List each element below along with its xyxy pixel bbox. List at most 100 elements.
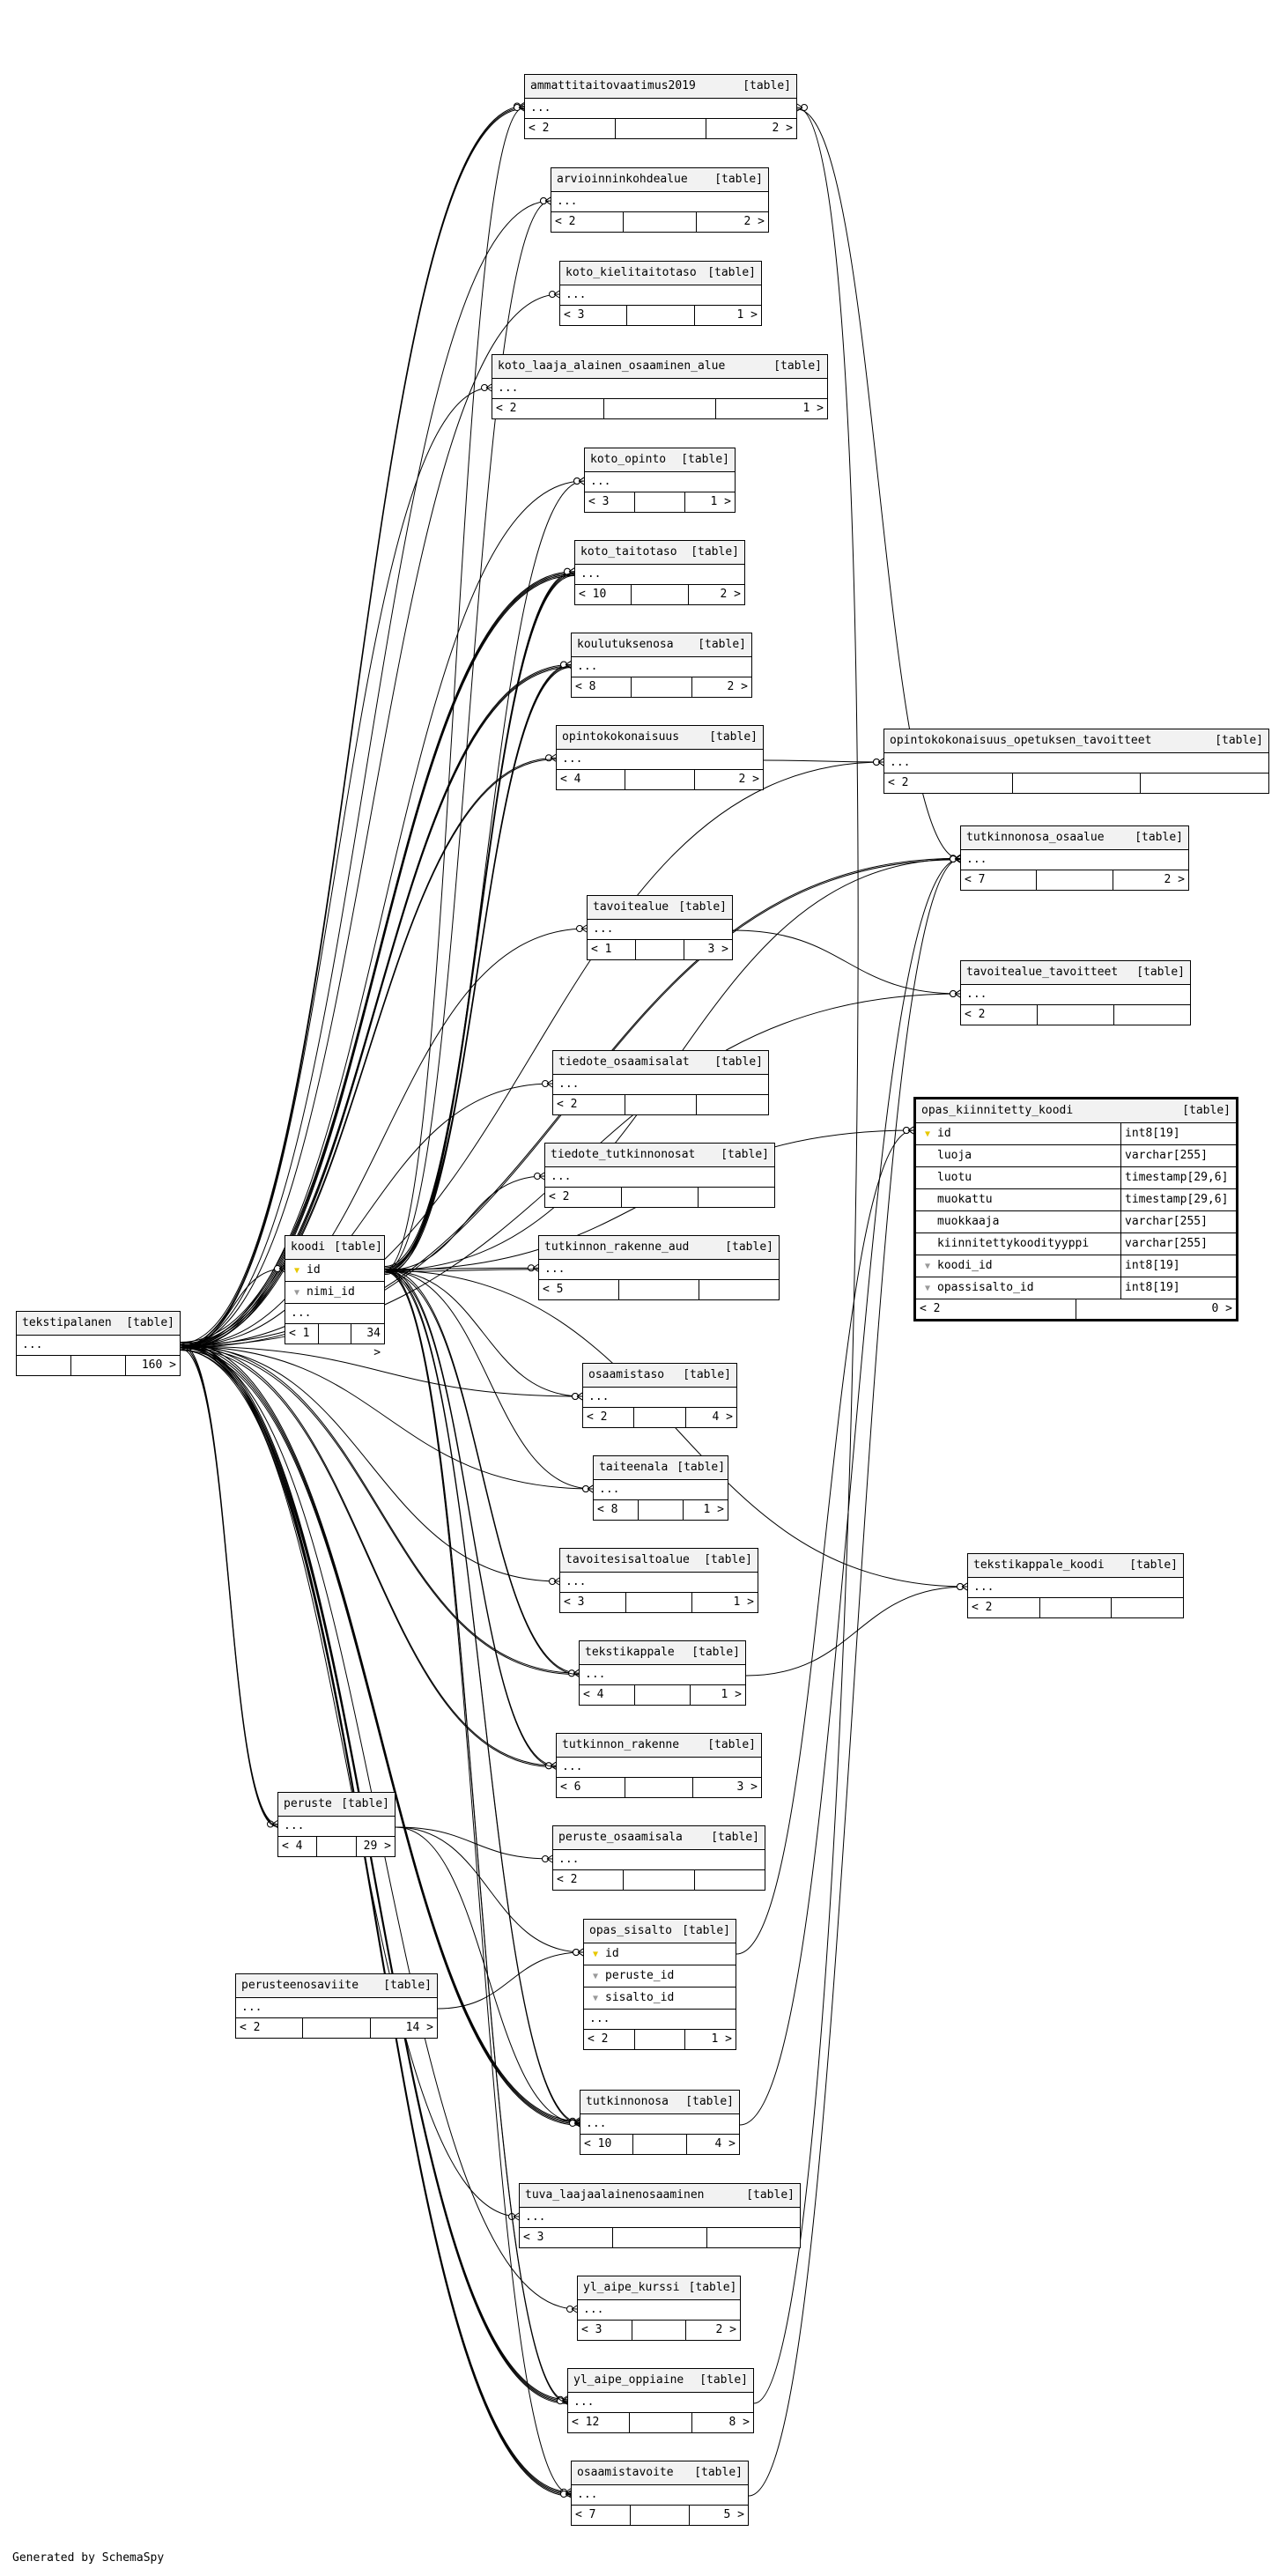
- row-count[interactable]: [1011, 774, 1141, 793]
- table-header[interactable]: tutkinnon_rakenne_aud[table]: [539, 1236, 779, 1260]
- table-header[interactable]: opintokokonaisuus_opetuksen_tavoitteet[t…: [884, 729, 1268, 753]
- table-header[interactable]: opintokokonaisuus[table]: [557, 726, 763, 750]
- table-header[interactable]: yl_aipe_kurssi[table]: [578, 2276, 740, 2300]
- row-count[interactable]: [302, 2018, 369, 2038]
- parent-count[interactable]: < 6: [560, 1780, 581, 1794]
- table-tiedote_tutkinnonosat[interactable]: tiedote_tutkinnonosat[table]...< 2: [544, 1143, 775, 1208]
- column-row[interactable]: ▼sisalto_id: [584, 1988, 736, 2010]
- child-count[interactable]: 5 >: [689, 2506, 748, 2525]
- row-count[interactable]: [633, 1408, 684, 1427]
- row-count[interactable]: [623, 1870, 693, 1890]
- row-count[interactable]: [1036, 870, 1112, 890]
- row-count[interactable]: [625, 770, 693, 789]
- table-opintokok_tavoitteet[interactable]: opintokokonaisuus_opetuksen_tavoitteet[t…: [883, 729, 1269, 794]
- table-header[interactable]: koodi[table]: [285, 1236, 384, 1260]
- child-count[interactable]: [1111, 1598, 1183, 1617]
- child-count[interactable]: 14 >: [369, 2018, 437, 2038]
- child-count[interactable]: 1 >: [690, 1685, 745, 1705]
- child-count[interactable]: 2 >: [685, 2321, 740, 2340]
- child-count[interactable]: 29 >: [355, 1837, 395, 1856]
- child-count[interactable]: 2 >: [693, 770, 763, 789]
- child-count[interactable]: [693, 1870, 765, 1890]
- table-header[interactable]: tutkinnonosa_osaalue[table]: [961, 826, 1188, 850]
- parent-count[interactable]: < 3: [564, 1595, 585, 1609]
- table-header[interactable]: tavoitesisaltoalue[table]: [560, 1549, 758, 1573]
- table-tiedote_osaamisalat[interactable]: tiedote_osaamisalat[table]...< 2: [552, 1050, 769, 1115]
- row-count[interactable]: [621, 1188, 698, 1207]
- parent-count[interactable]: < 4: [282, 1839, 303, 1853]
- child-count[interactable]: 2 >: [691, 677, 751, 697]
- parent-count[interactable]: < 10: [584, 2137, 612, 2150]
- parent-count[interactable]: < 2: [496, 402, 517, 415]
- column-row[interactable]: ▼id: [584, 1943, 736, 1965]
- table-header[interactable]: osaamistaso[table]: [583, 1364, 736, 1388]
- child-count[interactable]: 4 >: [685, 2135, 739, 2154]
- row-count[interactable]: [624, 1095, 697, 1114]
- table-header[interactable]: yl_aipe_oppiaine[table]: [568, 2369, 753, 2393]
- table-header[interactable]: ammattitaitovaatimus2019[table]: [525, 75, 796, 99]
- table-header[interactable]: opas_sisalto[table]: [584, 1920, 736, 1943]
- parent-count[interactable]: [17, 1356, 70, 1375]
- row-count[interactable]: [630, 2506, 689, 2525]
- table-header[interactable]: taiteenala[table]: [594, 1456, 728, 1480]
- row-count[interactable]: [626, 306, 693, 325]
- table-header[interactable]: koto_laaja_alainen_osaaminen_alue[table]: [492, 355, 827, 379]
- row-count[interactable]: [623, 212, 695, 232]
- row-count[interactable]: [631, 585, 687, 604]
- table-header[interactable]: koto_opinto[table]: [585, 448, 735, 472]
- child-count[interactable]: 4 >: [684, 1408, 736, 1427]
- table-header[interactable]: arvioinninkohdealue[table]: [551, 168, 768, 192]
- child-count[interactable]: [1113, 1005, 1190, 1025]
- row-count[interactable]: [316, 1837, 355, 1856]
- table-header[interactable]: tiedote_tutkinnonosat[table]: [545, 1144, 774, 1167]
- row-count[interactable]: [634, 492, 684, 512]
- child-count[interactable]: 160 >: [125, 1356, 180, 1375]
- child-count[interactable]: 1 >: [691, 1593, 758, 1612]
- parent-count[interactable]: < 2: [965, 1008, 986, 1021]
- row-count[interactable]: [633, 2030, 685, 2049]
- table-tavoitealue_tavoitteet[interactable]: tavoitealue_tavoitteet[table]...< 2: [960, 960, 1191, 1025]
- child-count[interactable]: 8 >: [691, 2413, 753, 2432]
- child-count[interactable]: 2 >: [706, 119, 796, 138]
- child-count[interactable]: 1 >: [693, 306, 761, 325]
- table-header[interactable]: tuva_laajaalainenosaaminen[table]: [520, 2184, 800, 2208]
- row-count[interactable]: [70, 1356, 125, 1375]
- table-koto_laaja[interactable]: koto_laaja_alainen_osaaminen_alue[table]…: [492, 354, 828, 419]
- parent-count[interactable]: < 4: [583, 1688, 604, 1701]
- table-header[interactable]: tutkinnon_rakenne[table]: [557, 1734, 761, 1758]
- parent-count[interactable]: < 2: [529, 122, 550, 135]
- row-count[interactable]: [625, 1593, 691, 1612]
- table-header[interactable]: tiedote_osaamisalat[table]: [553, 1051, 768, 1075]
- parent-count[interactable]: < 2: [549, 1190, 570, 1203]
- child-count[interactable]: 1 >: [715, 399, 827, 418]
- parent-count[interactable]: < 8: [597, 1503, 618, 1516]
- child-count[interactable]: [696, 1095, 768, 1114]
- child-count[interactable]: 1 >: [683, 1500, 728, 1520]
- row-count[interactable]: [612, 2228, 706, 2247]
- column-row[interactable]: ▼peruste_id: [584, 1965, 736, 1988]
- parent-count[interactable]: < 2: [557, 1873, 578, 1886]
- parent-count[interactable]: < 2: [557, 1098, 578, 1111]
- parent-count[interactable]: < 1: [289, 1327, 310, 1340]
- table-header[interactable]: koulutuksenosa[table]: [572, 633, 751, 657]
- parent-count[interactable]: < 2: [920, 1302, 941, 1315]
- child-count[interactable]: 3 >: [692, 1778, 761, 1797]
- child-count[interactable]: 1 >: [684, 492, 735, 512]
- table-header[interactable]: peruste_osaamisala[table]: [553, 1826, 765, 1850]
